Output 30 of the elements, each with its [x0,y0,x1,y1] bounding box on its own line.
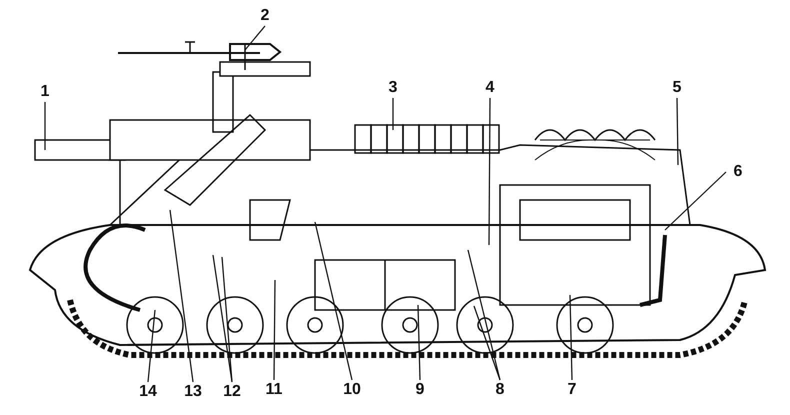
callout-number: 8 [488,380,512,400]
callout-number: 12 [220,382,244,402]
leader-line [467,250,501,380]
leader-line [664,172,726,230]
callout-number: 3 [381,78,405,98]
callout-number: 9 [408,380,432,400]
leader-line [417,304,421,380]
leader-line [392,98,394,130]
callout-number: 2 [253,6,277,26]
leader-line [212,254,233,382]
leader-line [676,98,679,165]
callout-number: 13 [181,382,205,402]
callout-number: 10 [340,380,364,400]
callout-number: 1 [33,82,57,102]
leader-line [314,222,353,380]
leader-line [473,306,501,380]
callout-number: 14 [136,382,160,402]
leader-line [488,98,491,245]
callout-number: 5 [665,78,689,98]
leader-line [569,294,573,380]
callout-number: 6 [726,162,750,182]
leader-line [169,210,194,382]
leader-line [244,26,266,50]
leader-line [221,256,233,382]
leader-line [273,280,276,380]
callout-number: 4 [478,78,502,98]
leader-line [147,310,156,382]
callout-number: 7 [560,380,584,400]
leader-line [44,102,46,150]
callout-number: 11 [262,380,286,400]
